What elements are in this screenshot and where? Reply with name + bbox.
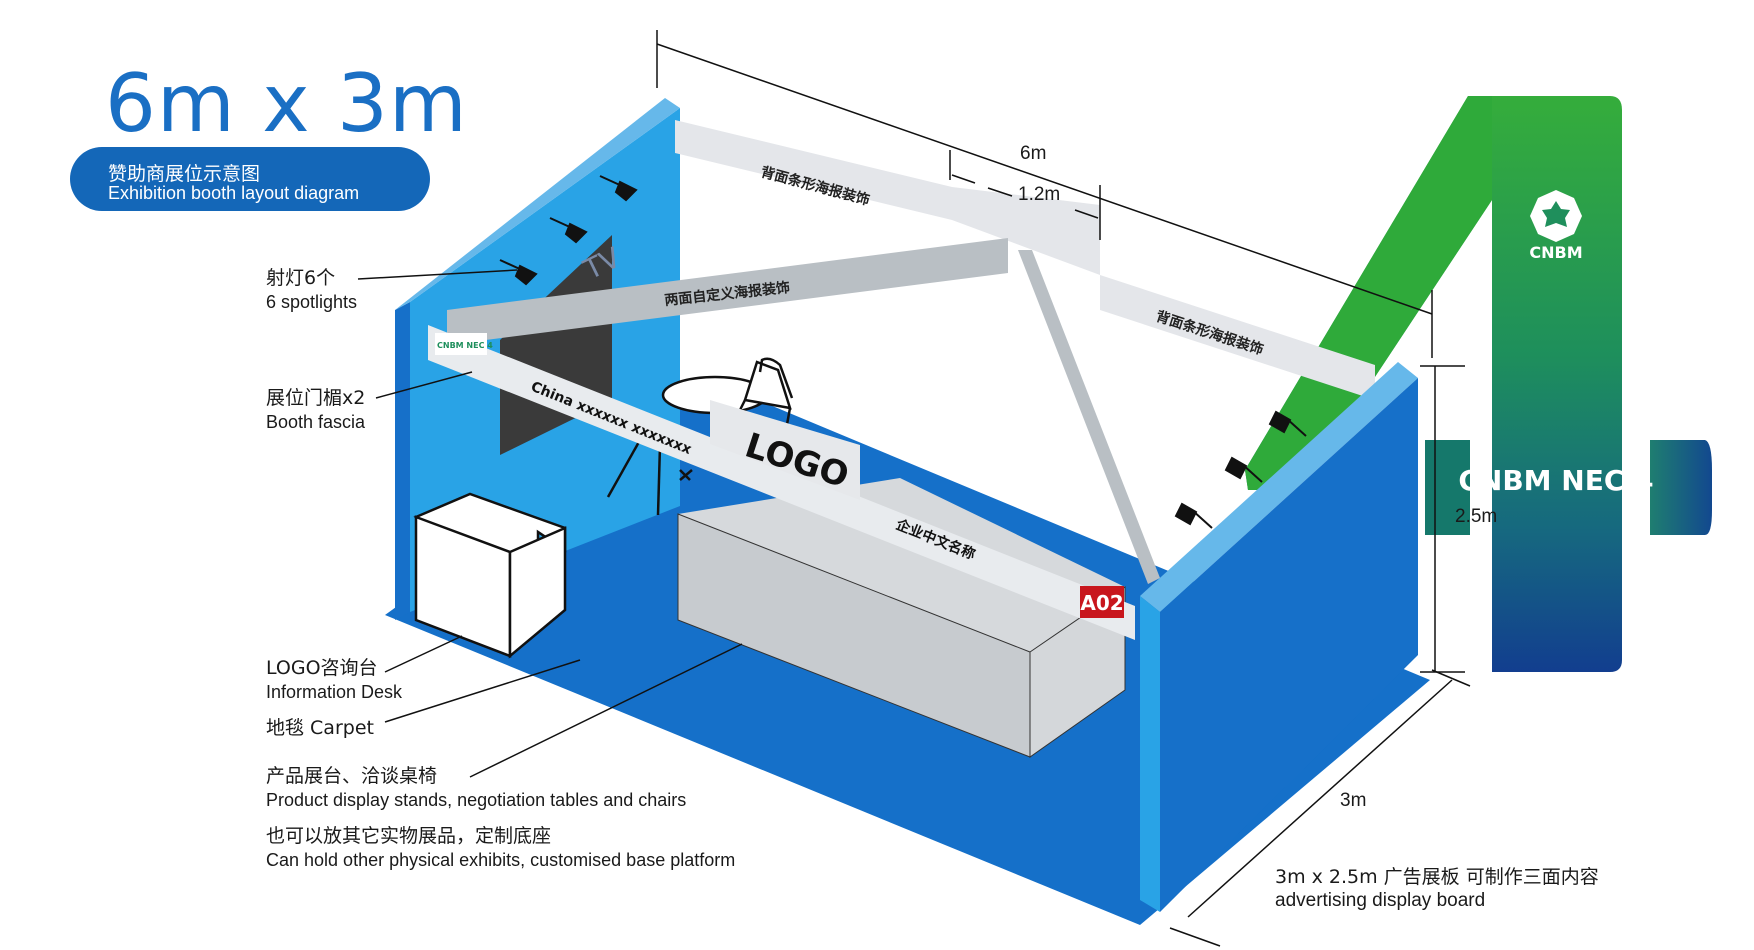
- custom-poster-beam: [447, 238, 1008, 345]
- board-note-zh: 3m x 2.5m 广告展板 可制作三面内容: [1275, 866, 1599, 888]
- leader-lines: [357, 269, 743, 778]
- booth-number-badge: [1080, 586, 1124, 618]
- cnbm-brand-text: CNBM: [1529, 243, 1582, 262]
- banner-bar-left: [1425, 440, 1470, 535]
- callout-spotlights: 射灯6个 6 spotlights: [266, 266, 357, 314]
- booth-number-text: A02: [1080, 591, 1123, 615]
- spotlight-icons: [499, 175, 1307, 529]
- banner-green-one: [1245, 96, 1622, 672]
- callout-product-en: Product display stands, negotiation tabl…: [266, 790, 687, 810]
- callout-info-desk-en: Information Desk: [266, 682, 403, 702]
- callout-carpet-text: 地毯 Carpet: [266, 717, 374, 739]
- spotlight-icon: [1268, 410, 1307, 437]
- callout-fascia: 展位门楣x2 Booth fascia: [266, 386, 365, 434]
- spotlight-icon: [1174, 502, 1213, 529]
- spotlight-icon: [549, 217, 588, 244]
- callout-exhibits: 也可以放其它实物展品，定制底座 Can hold other physical …: [266, 824, 735, 872]
- banner-green-top: [1245, 96, 1492, 490]
- dimension-depth-label: 3m: [1340, 790, 1367, 811]
- callout-info-desk: LOGO咨询台 Information Desk: [266, 656, 402, 704]
- support-pole: [1018, 250, 1160, 584]
- spotlight-icon: [1224, 456, 1263, 483]
- callout-product-zh: 产品展台、洽谈桌椅: [266, 765, 438, 787]
- subtitle-pill: 赞助商展位示意图 Exhibition booth layout diagram: [70, 147, 430, 211]
- svg-text:CNBM NEC 4: CNBM NEC 4: [437, 341, 493, 350]
- page-title: 6m x 3m: [105, 57, 468, 150]
- subtitle-en: Exhibition booth layout diagram: [108, 183, 360, 203]
- callout-fascia-zh: 展位门楣x2: [266, 387, 366, 409]
- nec-brand-text: CNBM NEC 4: [1458, 464, 1653, 497]
- banner-bar-right: [1650, 440, 1712, 535]
- display-counter: [677, 478, 1126, 758]
- callout-info-desk-zh: LOGO咨询台: [266, 657, 378, 679]
- subtitle-zh: 赞助商展位示意图: [108, 163, 261, 185]
- brand-banner: CNBM CNBM NEC 4: [1245, 96, 1712, 672]
- dimension-length-label: 6m: [1020, 143, 1047, 164]
- cnbm-logo-icon: [1530, 190, 1582, 242]
- board-note-en: advertising display board: [1275, 890, 1486, 911]
- dimension-height-label: 2.5m: [1455, 506, 1498, 527]
- spotlight-icon: [499, 259, 538, 286]
- right-wall: [1140, 362, 1418, 912]
- spotlight-icon: [599, 175, 638, 202]
- callout-product: 产品展台、洽谈桌椅 Product display stands, negoti…: [266, 764, 686, 812]
- callout-exhibits-en: Can hold other physical exhibits, custom…: [266, 850, 736, 870]
- callout-exhibits-zh: 也可以放其它实物展品，定制底座: [266, 825, 552, 847]
- info-desk: [413, 492, 567, 659]
- fascia-mini-logo: CNBM NEC 4: [435, 333, 493, 355]
- dimension-gap-label: 1.2m: [1018, 184, 1061, 205]
- callout-carpet: 地毯 Carpet: [266, 716, 374, 740]
- callout-fascia-en: Booth fascia: [266, 412, 366, 432]
- board-note: 3m x 2.5m 广告展板 可制作三面内容 advertising displ…: [1275, 865, 1599, 913]
- callout-spotlights-en: 6 spotlights: [266, 292, 358, 312]
- dimension-lines: [656, 30, 1471, 947]
- callout-spotlights-zh: 射灯6个: [266, 267, 336, 289]
